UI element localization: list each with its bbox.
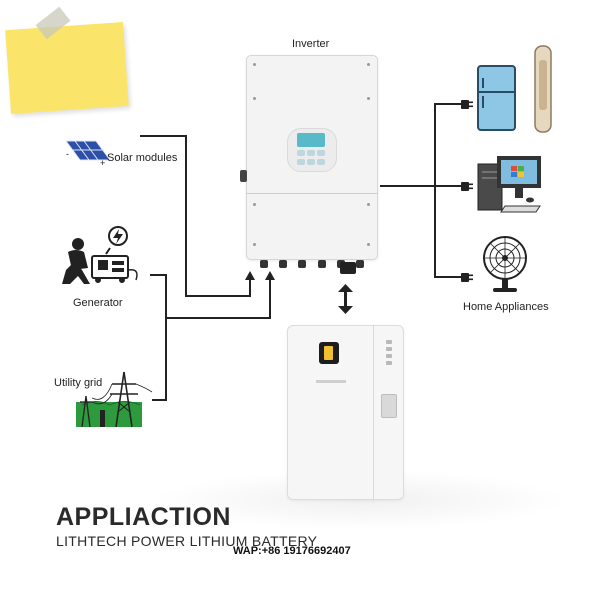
inverter-battery-connector	[340, 262, 356, 274]
screw	[367, 63, 370, 66]
utility-grid-label: Utility grid	[54, 377, 103, 389]
lightning-icon	[105, 226, 128, 255]
loads-wire	[380, 103, 462, 278]
screw	[253, 63, 256, 66]
battery-status-leds	[386, 340, 392, 366]
air-conditioner-icon	[534, 45, 552, 133]
generator-arrow	[265, 271, 275, 280]
product-subtitle: LITHTECH POWER LITHIUM BATTERY	[56, 533, 318, 549]
generator-label: Generator	[73, 297, 123, 309]
inverter-label: Inverter	[292, 38, 330, 50]
contact-number: WAP:+86 19176692407	[233, 545, 351, 557]
inverter-screen	[297, 133, 325, 147]
solar-wire	[140, 135, 251, 297]
grid-wire	[152, 318, 167, 401]
plug-icon	[461, 273, 473, 282]
screw	[253, 203, 256, 206]
screw	[253, 243, 256, 246]
solar-modules-label: Solar modules	[107, 152, 178, 164]
fan-icon	[483, 236, 527, 292]
svg-text:+: +	[100, 158, 105, 168]
screw	[367, 97, 370, 100]
bidirectional-arrow	[338, 284, 353, 314]
inverter-keypad	[297, 150, 325, 166]
plug-icon	[461, 100, 473, 109]
inverter-side-switch	[240, 170, 247, 182]
battery-soc-indicator	[324, 346, 333, 360]
svg-text:-: -	[66, 149, 69, 159]
refrigerator-icon	[477, 65, 516, 131]
inverter-seam	[246, 193, 378, 194]
home-appliances-label: Home Appliances	[463, 301, 549, 313]
battery-breaker	[381, 394, 397, 418]
plug-icon	[461, 182, 473, 191]
battery-brand-mark	[316, 380, 346, 383]
solar-panel-icon: - +	[65, 140, 111, 168]
power-tower-icon	[76, 371, 153, 428]
computer-icon	[477, 156, 541, 213]
generator-icon	[62, 238, 138, 284]
solar-arrow	[245, 271, 255, 280]
screw	[253, 97, 256, 100]
screw	[367, 243, 370, 246]
application-title: APPLIACTION	[56, 503, 231, 531]
screw	[367, 203, 370, 206]
battery-seam	[373, 325, 374, 500]
